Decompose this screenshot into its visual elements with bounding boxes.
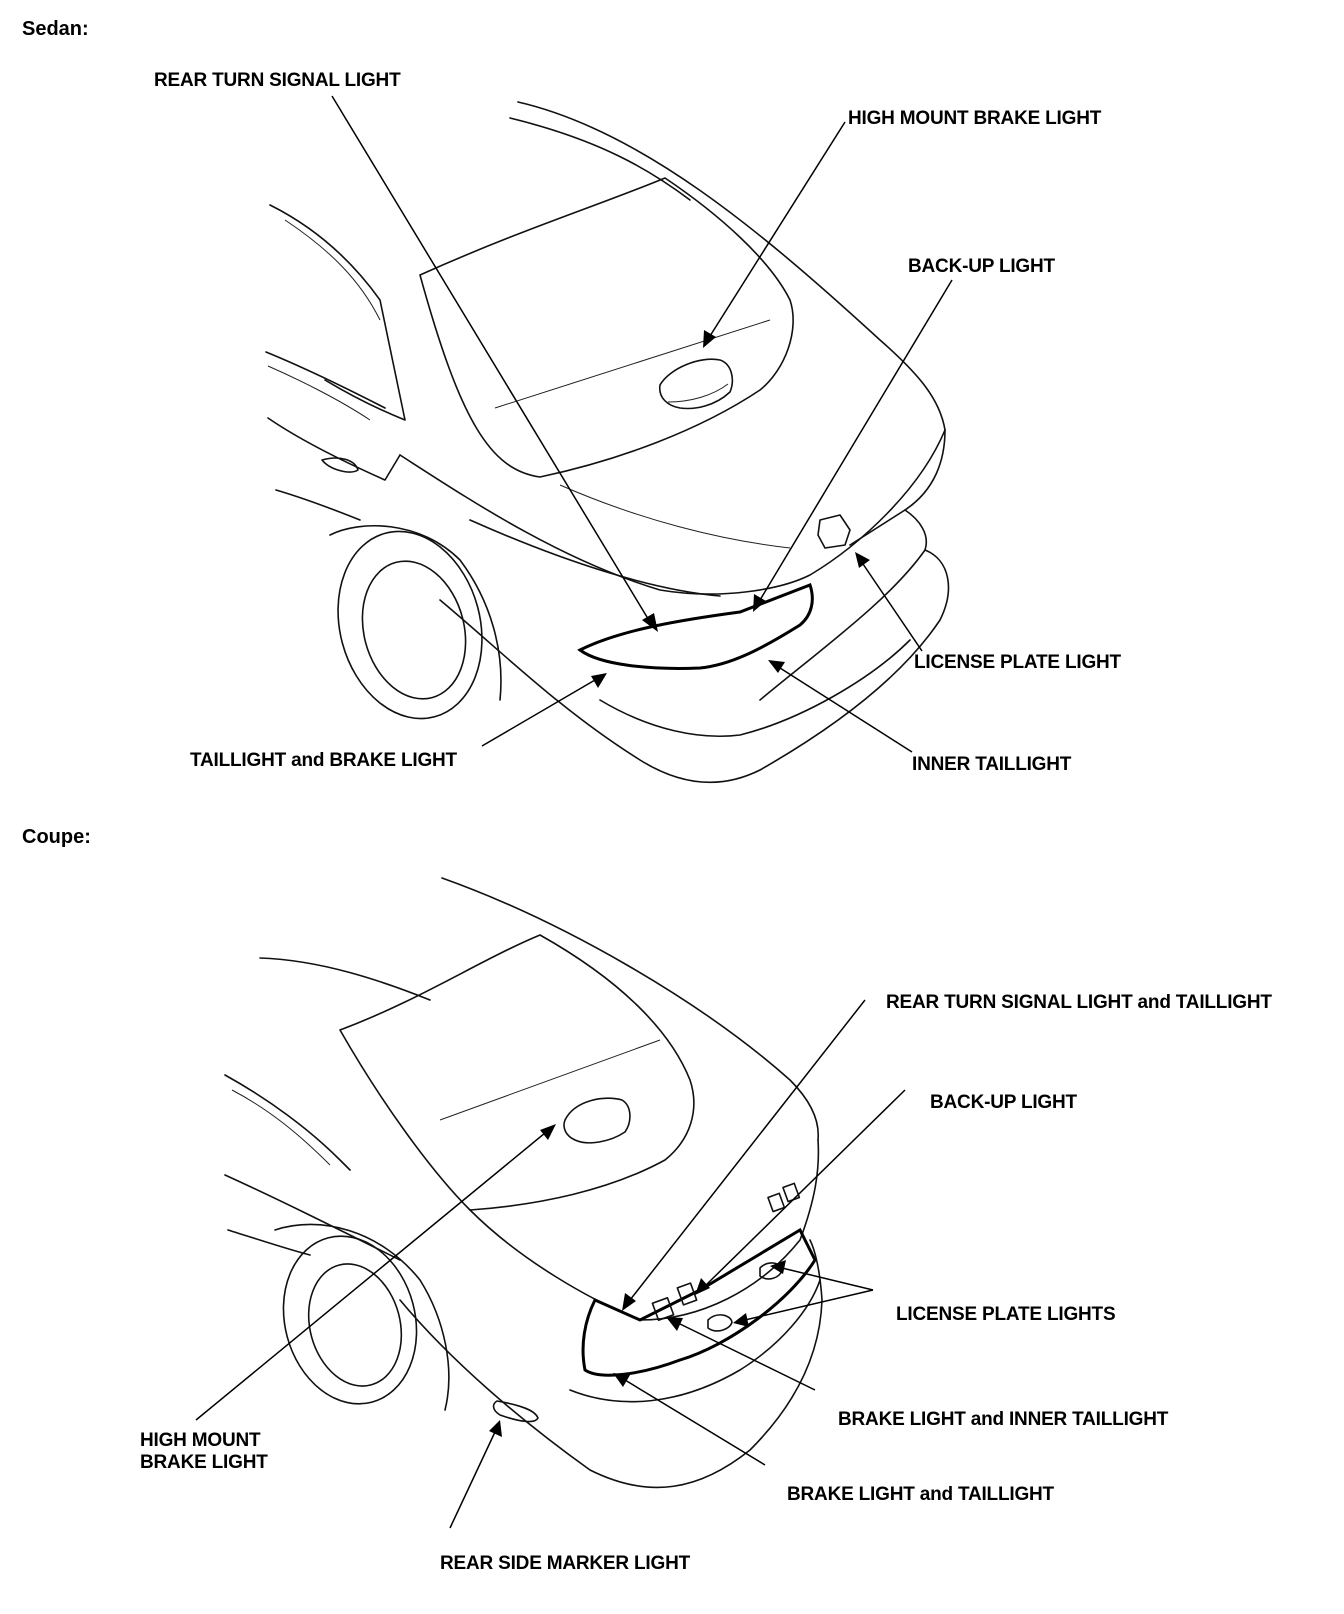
label-coupe-back-up-light: BACK-UP LIGHT (930, 1092, 1077, 1113)
arrow-coupe-backup (695, 1278, 710, 1295)
label-high-mount-line1: HIGH MOUNT (140, 1430, 261, 1451)
leader-rear-turn-taillight (629, 999, 866, 1301)
arrow-brake-inner (666, 1317, 683, 1331)
leader-backup (759, 279, 953, 601)
label-high-mount-brake-light: HIGH MOUNT BRAKE LIGHT (848, 108, 1102, 129)
leader-coupe-high-mount (195, 1132, 546, 1421)
arrow-coupe-high-mount (540, 1124, 556, 1140)
arrow-license-plate (855, 552, 870, 568)
arrow-side-marker (489, 1420, 502, 1437)
leader-taillight-brake (481, 679, 596, 747)
arrow-inner-taillight (768, 660, 785, 673)
label-taillight-and-brake-light: TAILLIGHT and BRAKE LIGHT (190, 750, 457, 771)
arrow-backup (753, 594, 766, 612)
label-rear-side-marker-light: REAR SIDE MARKER LIGHT (440, 1553, 690, 1574)
sedan-leaders (331, 95, 953, 753)
label-brake-light-and-taillight: BRAKE LIGHT and TAILLIGHT (787, 1484, 1054, 1505)
label-license-plate-light: LICENSE PLATE LIGHT (914, 652, 1121, 673)
arrow-rear-turn-signal (642, 613, 658, 632)
coupe-car-drawing (224, 877, 823, 1489)
sedan-car-drawing (265, 101, 950, 784)
leader-brake-tail (624, 1379, 766, 1466)
coupe-leaders (195, 999, 906, 1529)
label-brake-light-and-inner-taillight: BRAKE LIGHT and INNER TAILLIGHT (838, 1409, 1169, 1430)
leader-rear-turn-signal (331, 95, 651, 623)
arrow-license-lights-b (733, 1313, 749, 1327)
leader-high-mount (709, 121, 846, 337)
sedan-title: Sedan: (22, 18, 89, 40)
leader-brake-inner (677, 1322, 816, 1391)
arrow-rear-turn-taillight (622, 1293, 636, 1311)
leader-license-plate (862, 563, 923, 652)
arrow-brake-tail (613, 1373, 630, 1387)
label-high-mount-line2: BRAKE LIGHT (140, 1452, 268, 1473)
label-rear-turn-signal-light: REAR TURN SIGNAL LIGHT (154, 70, 401, 91)
leader-coupe-backup (704, 1089, 906, 1287)
arrow-license-lights-a (770, 1260, 786, 1274)
leader-license-lights-b (744, 1289, 874, 1321)
coupe-title: Coupe: (22, 826, 91, 848)
label-back-up-light: BACK-UP LIGHT (908, 256, 1055, 277)
arrow-high-mount (703, 330, 716, 348)
arrow-taillight-brake (591, 673, 607, 688)
leader-side-marker (449, 1431, 496, 1529)
leader-inner-taillight (779, 667, 913, 753)
label-rear-turn-signal-and-taillight: REAR TURN SIGNAL LIGHT and TAILLIGHT (886, 992, 1272, 1013)
label-inner-taillight: INNER TAILLIGHT (912, 754, 1072, 775)
leader-license-lights-a (781, 1267, 874, 1291)
label-license-plate-lights: LICENSE PLATE LIGHTS (896, 1304, 1116, 1325)
